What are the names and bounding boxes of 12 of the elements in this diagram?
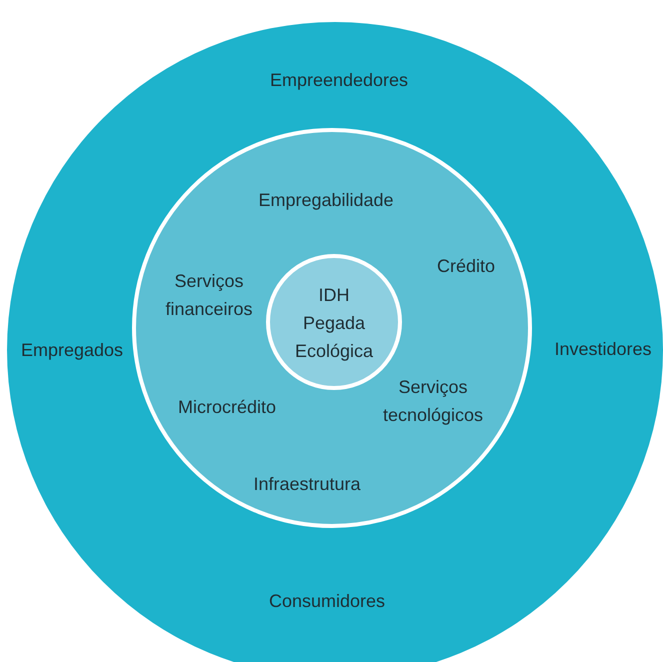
circle-label: Microcrédito	[178, 396, 276, 419]
circle-label: Investidores	[554, 338, 652, 361]
circle-label: Pegada Ecológica	[294, 312, 374, 363]
circle-label: Serviços tecnológicos	[382, 376, 484, 427]
circle-label: Empreendedores	[270, 69, 408, 92]
circle-label: Crédito	[436, 255, 496, 278]
circle-label: Consumidores	[268, 590, 386, 613]
circle-label: Serviços financeiros	[164, 270, 254, 321]
circle-label: IDH	[318, 284, 350, 307]
circle-label: Empregados	[20, 339, 124, 362]
circle-label: Infraestrutura	[253, 473, 361, 496]
circle-label: Empregabilidade	[258, 189, 394, 212]
